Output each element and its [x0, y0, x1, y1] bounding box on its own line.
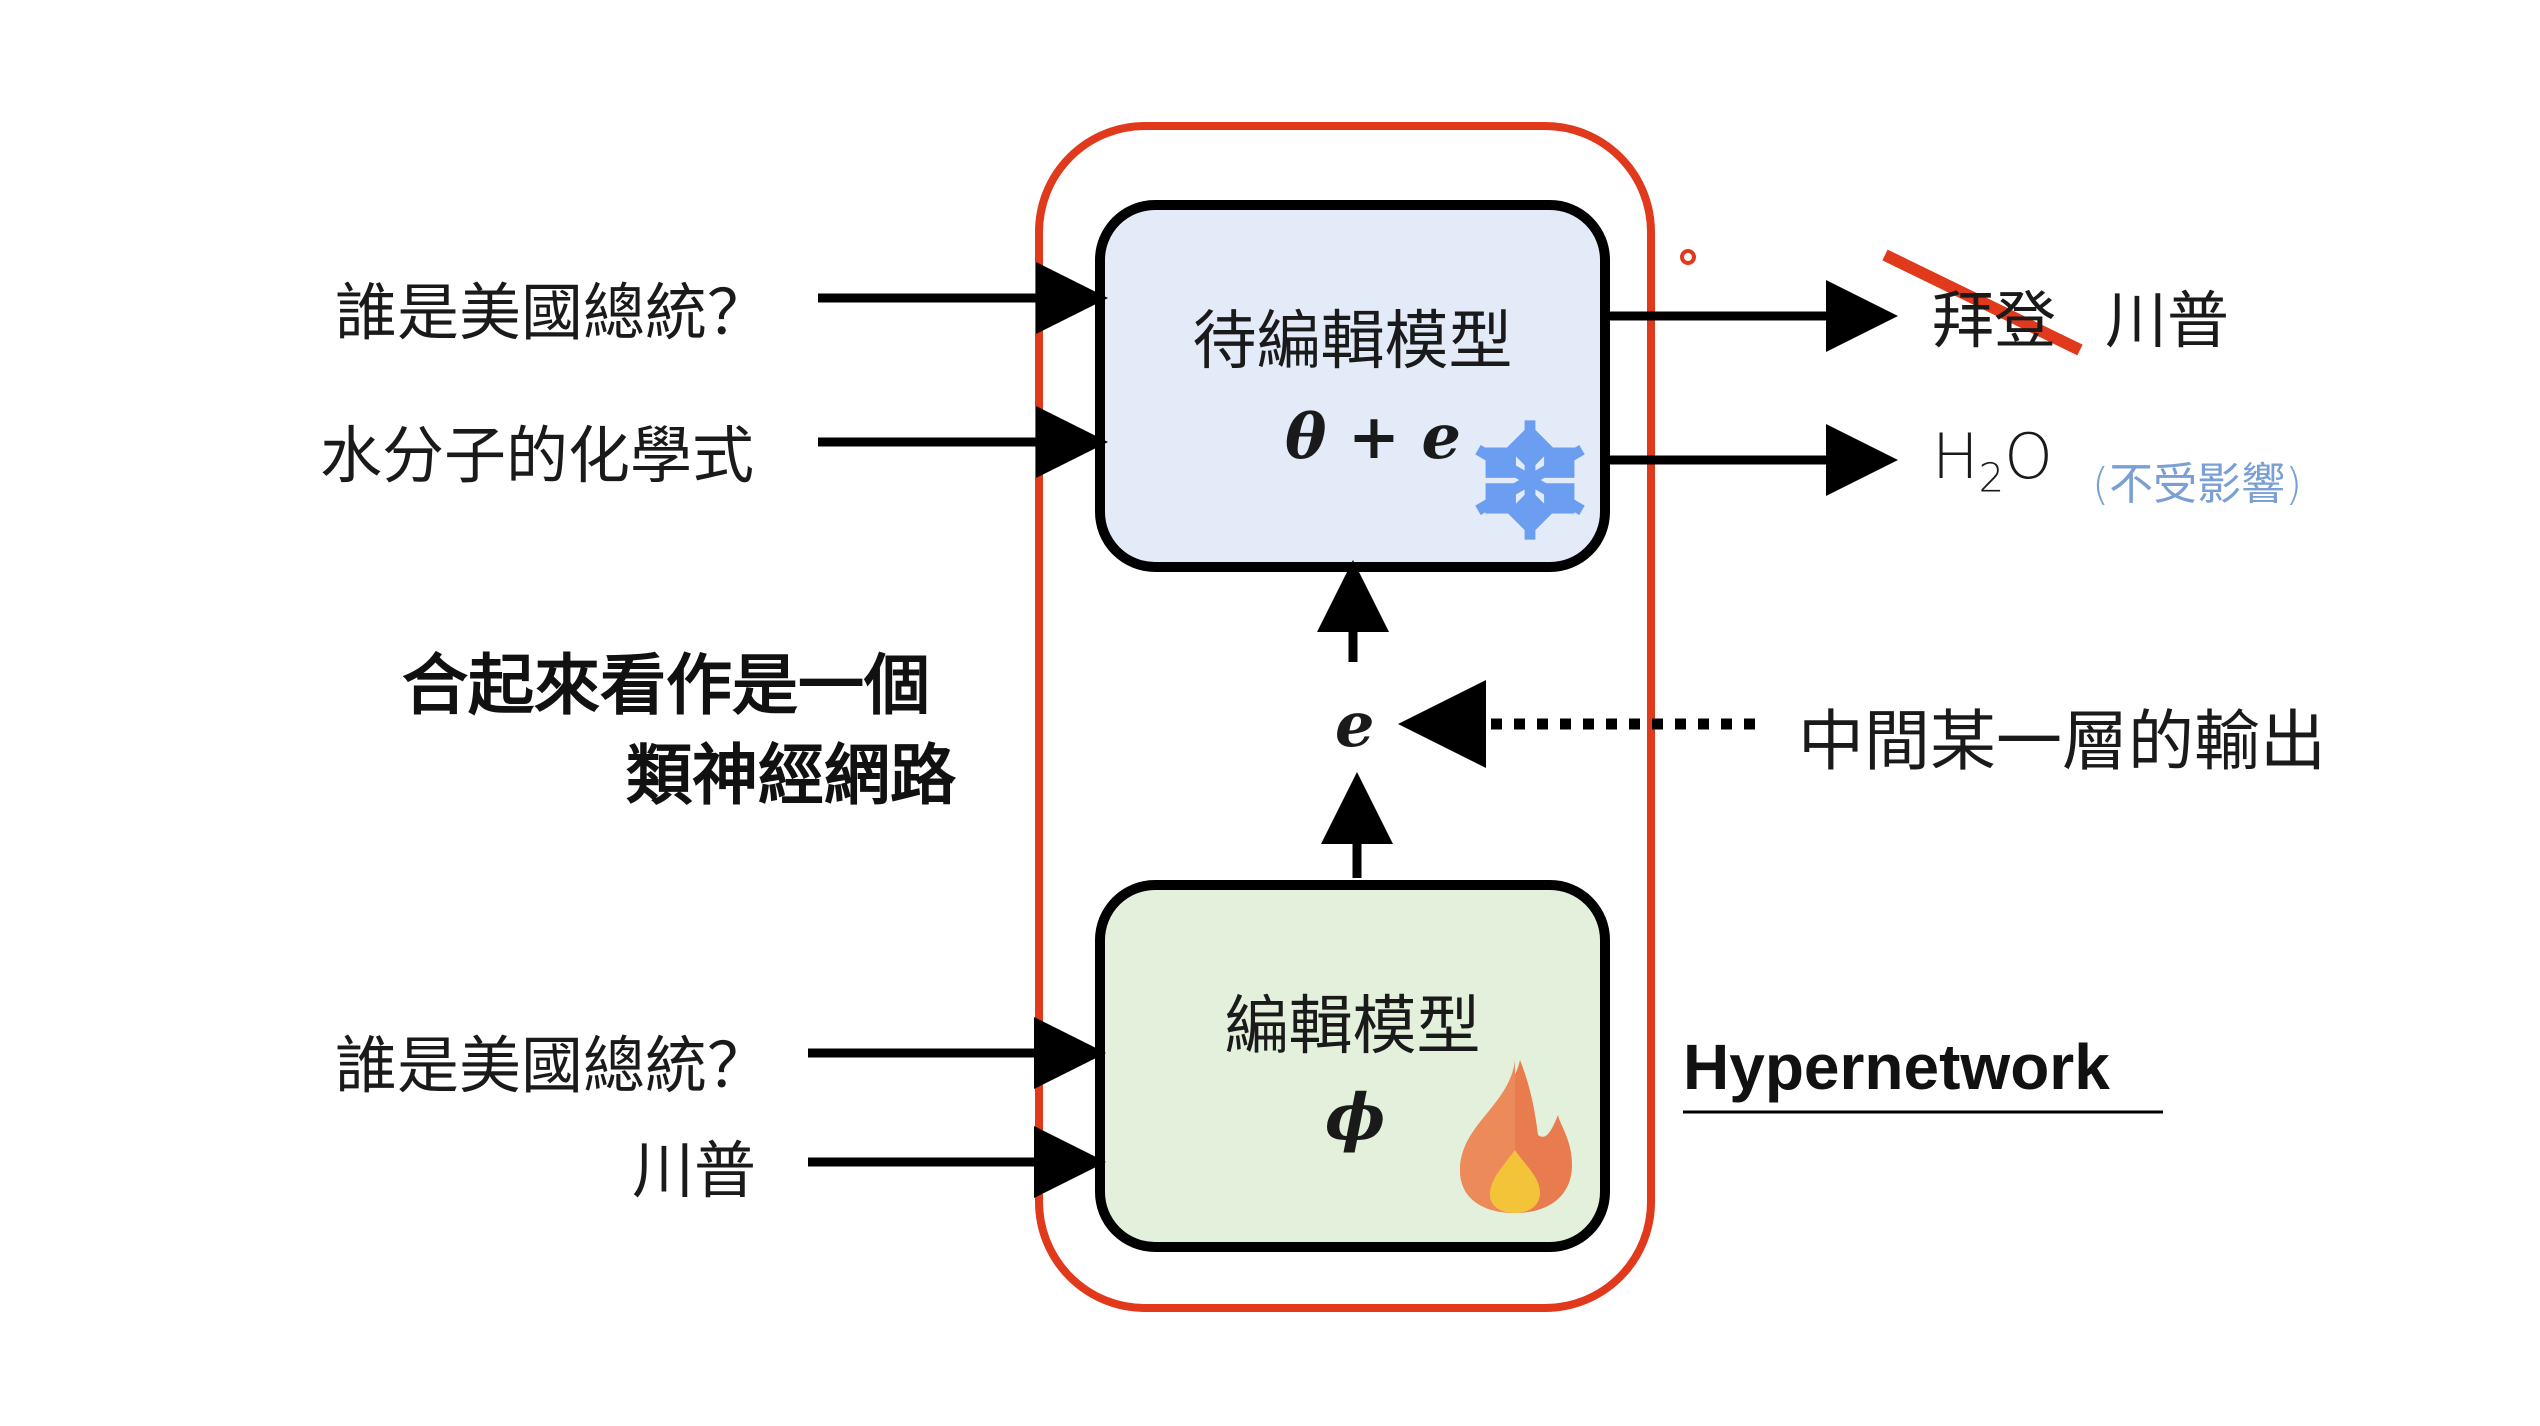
formula-o: O — [2004, 420, 2053, 493]
output-new-answer: 川普 — [2105, 284, 2230, 357]
formula-sub: 2 — [1978, 455, 2005, 502]
intermediate-output-label: 中間某一層的輸出 — [1798, 703, 2326, 780]
input-label-water-formula: 水分子的化學式 — [320, 419, 755, 492]
combined-network-outline — [1035, 122, 1655, 1312]
formula-h: H — [1932, 420, 1979, 493]
strikethrough-mark — [1882, 249, 2083, 356]
editor-model-params: ϕ — [1325, 1080, 1386, 1155]
output-old-answer: 拜登 — [1932, 284, 2057, 357]
combined-note-line-2: 類神經網路 — [626, 737, 956, 814]
target-model-title: 待編輯模型 — [1192, 305, 1513, 379]
pointer-dot — [1680, 249, 1696, 265]
snowflake-icon — [1475, 420, 1585, 540]
unaffected-note: (不受影響) — [2092, 459, 2303, 510]
combined-note-line-1: 合起來看作是一個 — [402, 647, 930, 724]
input-label-question-top: 誰是美國總統？ — [335, 276, 770, 349]
hypernetwork-label: Hypernetwork — [1683, 1031, 2110, 1103]
editor-model-box: 編輯模型 ϕ — [1095, 880, 1610, 1252]
editor-model-title: 編輯模型 — [1224, 990, 1481, 1064]
input-label-trump: 川普 — [632, 1134, 757, 1207]
output-water-formula: H2O — [1932, 420, 2053, 501]
target-model-params: θ + e — [1285, 400, 1461, 473]
input-label-question-bottom: 誰是美國總統？ — [335, 1029, 770, 1102]
intermediate-e-symbol: e — [1335, 688, 1375, 761]
fire-icon — [1460, 1060, 1572, 1213]
